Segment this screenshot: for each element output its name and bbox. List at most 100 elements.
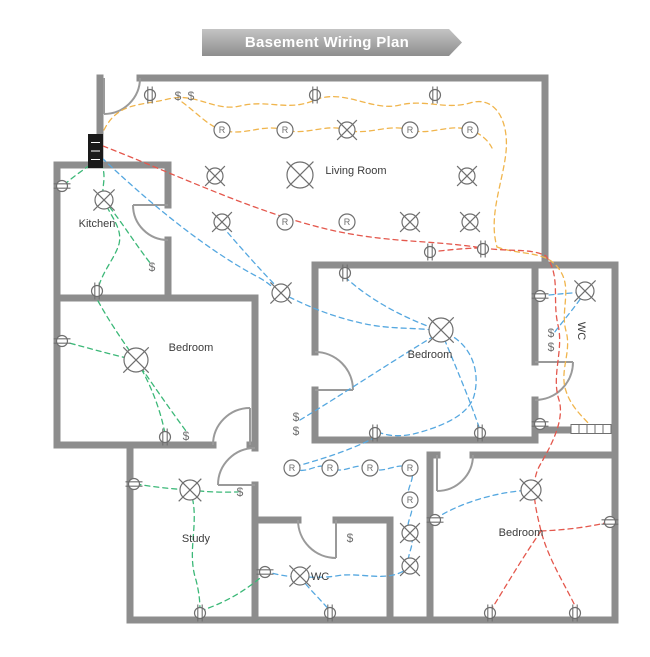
switch-symbol: $ xyxy=(183,429,190,443)
wire-blue xyxy=(299,331,442,421)
ceiling-light-symbol xyxy=(519,478,543,502)
door-swing-arc xyxy=(534,361,574,401)
svg-text:R: R xyxy=(219,125,226,135)
room-label: WC xyxy=(311,571,329,583)
ceiling-light-symbol xyxy=(211,211,233,233)
wire-blue xyxy=(291,465,411,472)
svg-text:$: $ xyxy=(175,89,182,103)
svg-text:$: $ xyxy=(149,260,156,274)
svg-text:$: $ xyxy=(548,340,555,354)
wire-orange xyxy=(103,95,508,248)
wire-blue xyxy=(266,565,411,578)
door-swing-arc xyxy=(132,204,169,241)
svg-text:$: $ xyxy=(347,531,354,545)
outlet-symbol xyxy=(53,179,71,193)
wire-blue xyxy=(407,467,414,567)
switch-symbol: $ xyxy=(347,531,354,545)
wire-green xyxy=(189,489,201,612)
svg-text:$: $ xyxy=(188,89,195,103)
svg-text:$: $ xyxy=(183,429,190,443)
outlet-symbol xyxy=(256,565,274,579)
door-swing-arc xyxy=(212,407,251,446)
ceiling-light-symbol xyxy=(399,522,421,544)
recessed-light-symbol: R xyxy=(401,459,419,477)
recessed-light-symbol: R xyxy=(213,121,231,139)
wire-blue xyxy=(434,489,532,520)
svg-text:R: R xyxy=(282,217,289,227)
outlet-symbol xyxy=(473,424,487,442)
wire-red xyxy=(102,145,578,611)
door xyxy=(103,77,141,115)
room-label: Study xyxy=(182,533,211,545)
room-label: Living Room xyxy=(325,165,386,177)
ceiling-light-symbol xyxy=(399,211,421,233)
room-label: WC xyxy=(575,322,587,340)
baseboard-heater-symbol xyxy=(570,424,612,434)
outlet-symbol xyxy=(531,289,549,303)
wire-red xyxy=(429,247,484,253)
ceiling-light-symbol xyxy=(336,119,358,141)
outlet-symbol xyxy=(308,86,322,104)
outlet-symbol xyxy=(193,604,207,622)
door xyxy=(297,519,337,559)
switch-symbol: $ xyxy=(293,424,300,438)
svg-text:$: $ xyxy=(293,410,300,424)
wire-orange xyxy=(496,246,591,426)
ceiling-light-symbol xyxy=(399,555,421,577)
wire-red xyxy=(490,530,542,611)
svg-text:R: R xyxy=(407,125,414,135)
recessed-light-symbol: R xyxy=(361,459,379,477)
svg-text:R: R xyxy=(289,463,296,473)
wire-blue xyxy=(101,157,442,332)
outlet-symbol xyxy=(483,604,497,622)
ceiling-light-symbol xyxy=(288,564,312,588)
recessed-light-symbol: R xyxy=(276,213,294,231)
recessed-light-symbol: R xyxy=(338,213,356,231)
recessed-light-symbol: R xyxy=(401,121,419,139)
outlet-symbol xyxy=(428,86,442,104)
wire-blue xyxy=(440,330,481,431)
door xyxy=(132,204,169,241)
ceiling-light-symbol xyxy=(178,478,202,502)
outlet-symbol xyxy=(368,424,382,442)
outlet-symbol xyxy=(531,417,549,431)
room-label: Kitchen xyxy=(79,218,116,230)
wire-green xyxy=(103,199,152,265)
switch-symbol: $ xyxy=(237,485,244,499)
switch-symbol: $ xyxy=(149,260,156,274)
recessed-light-symbol: R xyxy=(401,491,419,509)
wire-green xyxy=(135,359,187,432)
door-swing-arc xyxy=(314,351,354,391)
ceiling-light-symbol xyxy=(456,165,478,187)
recessed-light-symbol: R xyxy=(276,121,294,139)
room-label: Bedroom xyxy=(408,349,453,361)
wire-blue xyxy=(292,436,377,468)
svg-text:$: $ xyxy=(237,485,244,499)
switch-symbol: $ xyxy=(293,410,300,424)
svg-text:R: R xyxy=(282,125,289,135)
svg-text:R: R xyxy=(344,217,351,227)
recessed-light-symbol: R xyxy=(321,459,339,477)
recessed-light-symbol: R xyxy=(283,459,301,477)
wire-blue xyxy=(344,276,477,437)
door-swing-arc xyxy=(436,454,474,492)
outlet-symbol xyxy=(323,604,337,622)
recessed-light-symbol: R xyxy=(461,121,479,139)
outlet-symbol xyxy=(338,264,352,282)
door xyxy=(217,447,256,486)
switch-symbol: $ xyxy=(188,89,195,103)
door-swing-arc xyxy=(297,519,337,559)
ceiling-light-symbol xyxy=(459,211,481,233)
electrical-panel xyxy=(88,134,103,168)
outlet-symbol xyxy=(90,282,104,300)
outlet-symbol xyxy=(53,334,71,348)
ceiling-light-symbol xyxy=(92,188,116,212)
door xyxy=(436,454,474,492)
outlet-symbol xyxy=(125,477,143,491)
wire-green xyxy=(199,572,267,612)
wire-red xyxy=(540,521,610,532)
room-label: Bedroom xyxy=(499,527,544,539)
door-swing-arc xyxy=(103,77,141,115)
svg-text:$: $ xyxy=(293,424,300,438)
switch-symbol: $ xyxy=(175,89,182,103)
